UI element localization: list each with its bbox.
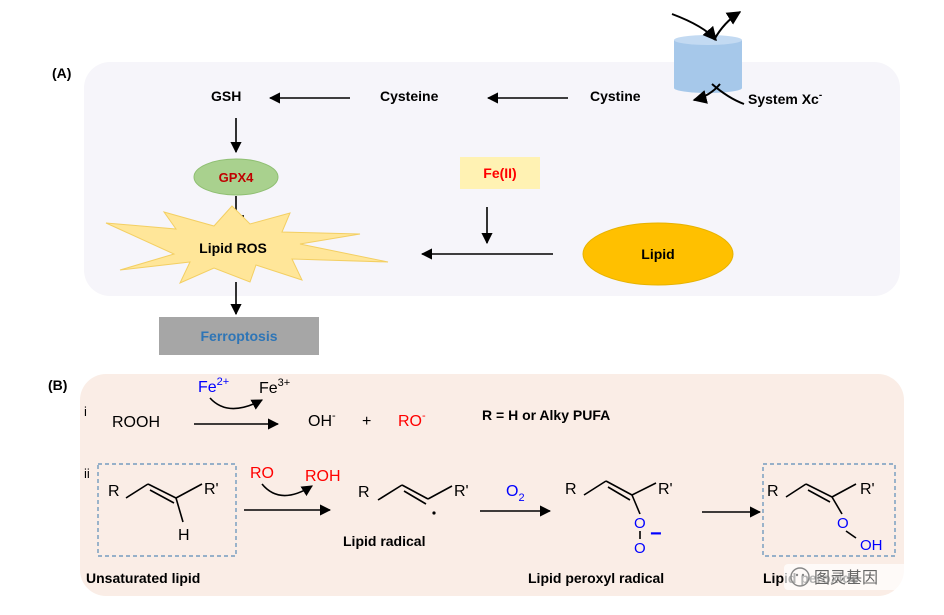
oh-label: OH: [860, 537, 883, 554]
ro-label: RO: [250, 465, 274, 482]
lipid-peroxide-box: [762, 463, 896, 557]
r-prime-label-2: R': [454, 483, 469, 500]
cysteine-label: Cysteine: [380, 88, 439, 104]
fe2-plus-label: Fe2+: [198, 376, 229, 396]
fe3-plus-label: Fe3+: [259, 377, 290, 397]
r-definition: R = H or Alky PUFA: [482, 407, 610, 423]
panel-a-label: (A): [52, 65, 71, 81]
row-i-marker: i: [84, 404, 87, 419]
watermark: 图灵基因: [784, 564, 916, 590]
fe-ii-node: [460, 157, 540, 189]
lipid-node: [582, 222, 734, 286]
system-xc-transporter: [674, 35, 742, 93]
rooh-label: ROOH: [112, 414, 160, 431]
lipid-peroxyl-radical-structure: [583, 480, 657, 539]
watermark-text: 图灵基因: [814, 568, 878, 587]
o-label-2: O: [837, 515, 849, 532]
lipid-radical-label: Lipid radical: [343, 533, 425, 549]
fe-curved-arrow: [209, 397, 263, 410]
lipid-radical-structure: [377, 484, 453, 505]
lipid-label: Lipid: [641, 246, 674, 262]
roh-label: ROH: [305, 468, 341, 485]
radical-dot: [432, 511, 436, 515]
lipid-ros-burst: [105, 205, 389, 285]
r-label-2: R: [358, 484, 370, 501]
lipid-ros-label: Lipid ROS: [199, 240, 267, 256]
panel-b-background: [80, 374, 904, 596]
r-prime-label-4: R': [860, 481, 875, 498]
gpx4-node: [193, 158, 279, 196]
ro-curved-arrow: [261, 483, 313, 497]
o-label-1: O: [634, 515, 646, 532]
minus-charge: −: [650, 523, 662, 545]
o-minus-label: O: [634, 540, 646, 557]
o2-label: O2: [506, 483, 525, 504]
lipid-peroxide-structure: [785, 483, 857, 539]
system-xc-label: System Xc-: [748, 90, 822, 107]
r-label-1: R: [108, 483, 120, 500]
gpx4-label: GPX4: [219, 170, 254, 185]
ferroptosis-label: Ferroptosis: [200, 328, 277, 344]
wechat-icon: [790, 567, 810, 587]
plus-sign: +: [362, 413, 371, 430]
gsh-label: GSH: [211, 88, 241, 104]
transporter-exchange-arrows: [671, 11, 745, 105]
row-ii-marker: ii: [84, 466, 90, 481]
fe-ii-label: Fe(II): [483, 165, 516, 181]
ferroptosis-node: [159, 317, 319, 355]
r-label-4: R: [767, 483, 779, 500]
unsaturated-lipid-structure: [125, 483, 203, 523]
lipid-peroxyl-radical-label: Lipid peroxyl radical: [528, 570, 664, 586]
r-prime-label-3: R': [658, 481, 673, 498]
r-label-3: R: [565, 481, 577, 498]
oh-minus-label: OH-: [308, 410, 336, 430]
r-prime-label-1: R': [204, 481, 219, 498]
h-label: H: [178, 527, 190, 544]
panel-b-label: (B): [48, 377, 67, 393]
unsaturated-lipid-label: Unsaturated lipid: [86, 570, 200, 586]
cystine-label: Cystine: [590, 88, 641, 104]
unsaturated-lipid-box: [97, 463, 237, 557]
ro-minus-label: RO-: [398, 410, 426, 430]
